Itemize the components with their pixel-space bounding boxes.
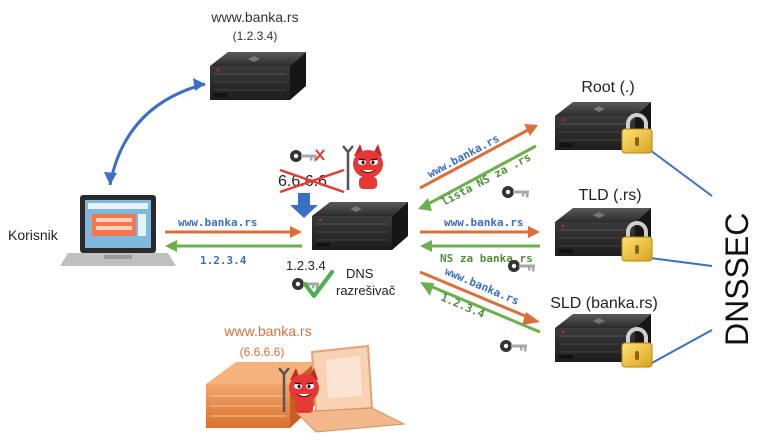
devil-icon xyxy=(352,143,384,190)
attacker-ip: (6.6.6.6) xyxy=(240,345,285,359)
down-arrow-icon xyxy=(290,193,318,218)
laptop-icon xyxy=(60,195,176,266)
tld-label: TLD (.rs) xyxy=(578,187,641,204)
server-icon xyxy=(311,201,409,251)
root-arrows: www.banka.rs lista NS za .rs xyxy=(418,124,538,211)
wrench-icon xyxy=(278,367,290,412)
bank-server-ip: (1.2.3.4) xyxy=(233,29,278,43)
key-icon xyxy=(502,186,529,198)
attacker: www.banka.rs (6.6.6.6) xyxy=(206,323,406,433)
wrench-icon xyxy=(342,145,354,190)
tld-response-label: NS za banka.rs xyxy=(440,252,533,265)
key-icon xyxy=(500,340,527,352)
dns-resolver: 1.2.3.4 DNS razrešivač xyxy=(286,201,409,298)
bank-server: www.banka.rs (1.2.3.4) xyxy=(209,9,307,101)
laptop-icon xyxy=(294,344,406,433)
user-laptop: Korisnik xyxy=(8,195,176,266)
root-label: Root (.) xyxy=(581,79,634,96)
attacker-name: www.banka.rs xyxy=(223,323,311,339)
user-label: Korisnik xyxy=(8,227,59,243)
user-resolver-arrows: www.banka.rs 1.2.3.4 xyxy=(165,216,302,267)
tld-arrows: www.banka.rs NS za banka.rs xyxy=(420,216,540,272)
server-icon xyxy=(209,51,307,101)
sld-arrows: www.banka.rs 1.2.3.4 xyxy=(419,265,541,352)
check-icon xyxy=(303,270,334,298)
dnssec-line-tld xyxy=(649,257,713,267)
dnssec-label: DNSSEC xyxy=(719,213,755,346)
dnssec-line-sld xyxy=(649,329,713,365)
key-icon xyxy=(290,150,317,162)
dnssec-links xyxy=(649,149,713,365)
tld-query-label: www.banka.rs xyxy=(444,216,523,229)
user-query-label: www.banka.rs xyxy=(178,216,257,229)
server-icon xyxy=(206,362,316,428)
sld-label: SLD (banka.rs) xyxy=(550,295,658,312)
root-server: Root (.) xyxy=(554,79,654,155)
sld-server: SLD (banka.rs) xyxy=(550,295,658,369)
poisoned-ip: 6.6.6.6 xyxy=(278,173,327,190)
sld-response-label: 1.2.3.4 xyxy=(439,291,487,321)
user-bank-arrow xyxy=(104,78,206,186)
tld-server: TLD (.rs) xyxy=(554,187,654,263)
bank-server-name: www.banka.rs xyxy=(210,9,298,25)
poisoning-attempt: 6.6.6.6 xyxy=(278,143,384,218)
resolver-label-name: razrešivač xyxy=(336,283,396,298)
dnssec-line-root xyxy=(649,149,713,197)
resolver-ip: 1.2.3.4 xyxy=(286,258,326,273)
cross-icon xyxy=(315,149,325,161)
resolver-label-dns: DNS xyxy=(346,266,374,281)
user-response-label: 1.2.3.4 xyxy=(200,254,247,267)
